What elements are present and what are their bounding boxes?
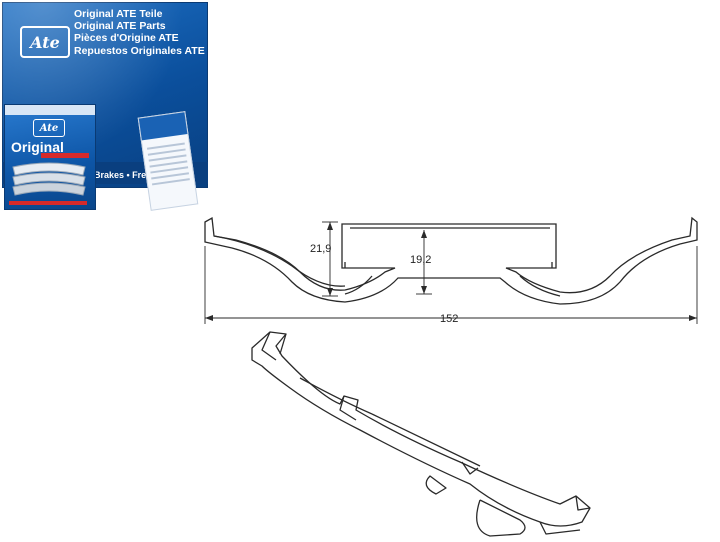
packaging-line: Original ATE Teile xyxy=(74,8,163,20)
brake-pad-box: Ate Original xyxy=(4,104,96,210)
ate-packaging-box: Ate Original ATE Teile Original ATE Part… xyxy=(2,2,208,188)
packaging-line: Repuestos Originales ATE xyxy=(74,44,205,57)
pad-box-top xyxy=(5,105,95,115)
dimension-length: 152 xyxy=(440,313,458,325)
packaging-line: Pièces d'Origine ATE xyxy=(74,32,179,45)
pad-box-red-band xyxy=(41,153,89,158)
ate-small-logo-icon: Ate xyxy=(33,119,65,137)
spring-perspective-view xyxy=(251,331,591,537)
dimension-lines xyxy=(204,221,698,324)
dimension-height-outer: 21,9 xyxy=(310,243,331,255)
packaging-line: Original ATE Parts xyxy=(74,20,166,33)
ate-small-logo-text: Ate xyxy=(39,122,59,134)
ate-logo-icon: Ate xyxy=(20,26,70,58)
brake-pads-icon xyxy=(12,162,86,196)
pad-box-label: Original xyxy=(11,139,64,155)
ate-logo-text: Ate xyxy=(30,32,60,52)
spring-side-view xyxy=(204,216,698,305)
dimension-arrows xyxy=(205,222,697,321)
packaging-text-lines: Original ATE Teile Original ATE Parts Pi… xyxy=(74,8,208,57)
packaging-strip-text: Brakes • Frei xyxy=(94,170,149,180)
pad-box-red-band-bottom xyxy=(9,201,87,205)
dimension-height-inner: 19,2 xyxy=(410,254,431,266)
